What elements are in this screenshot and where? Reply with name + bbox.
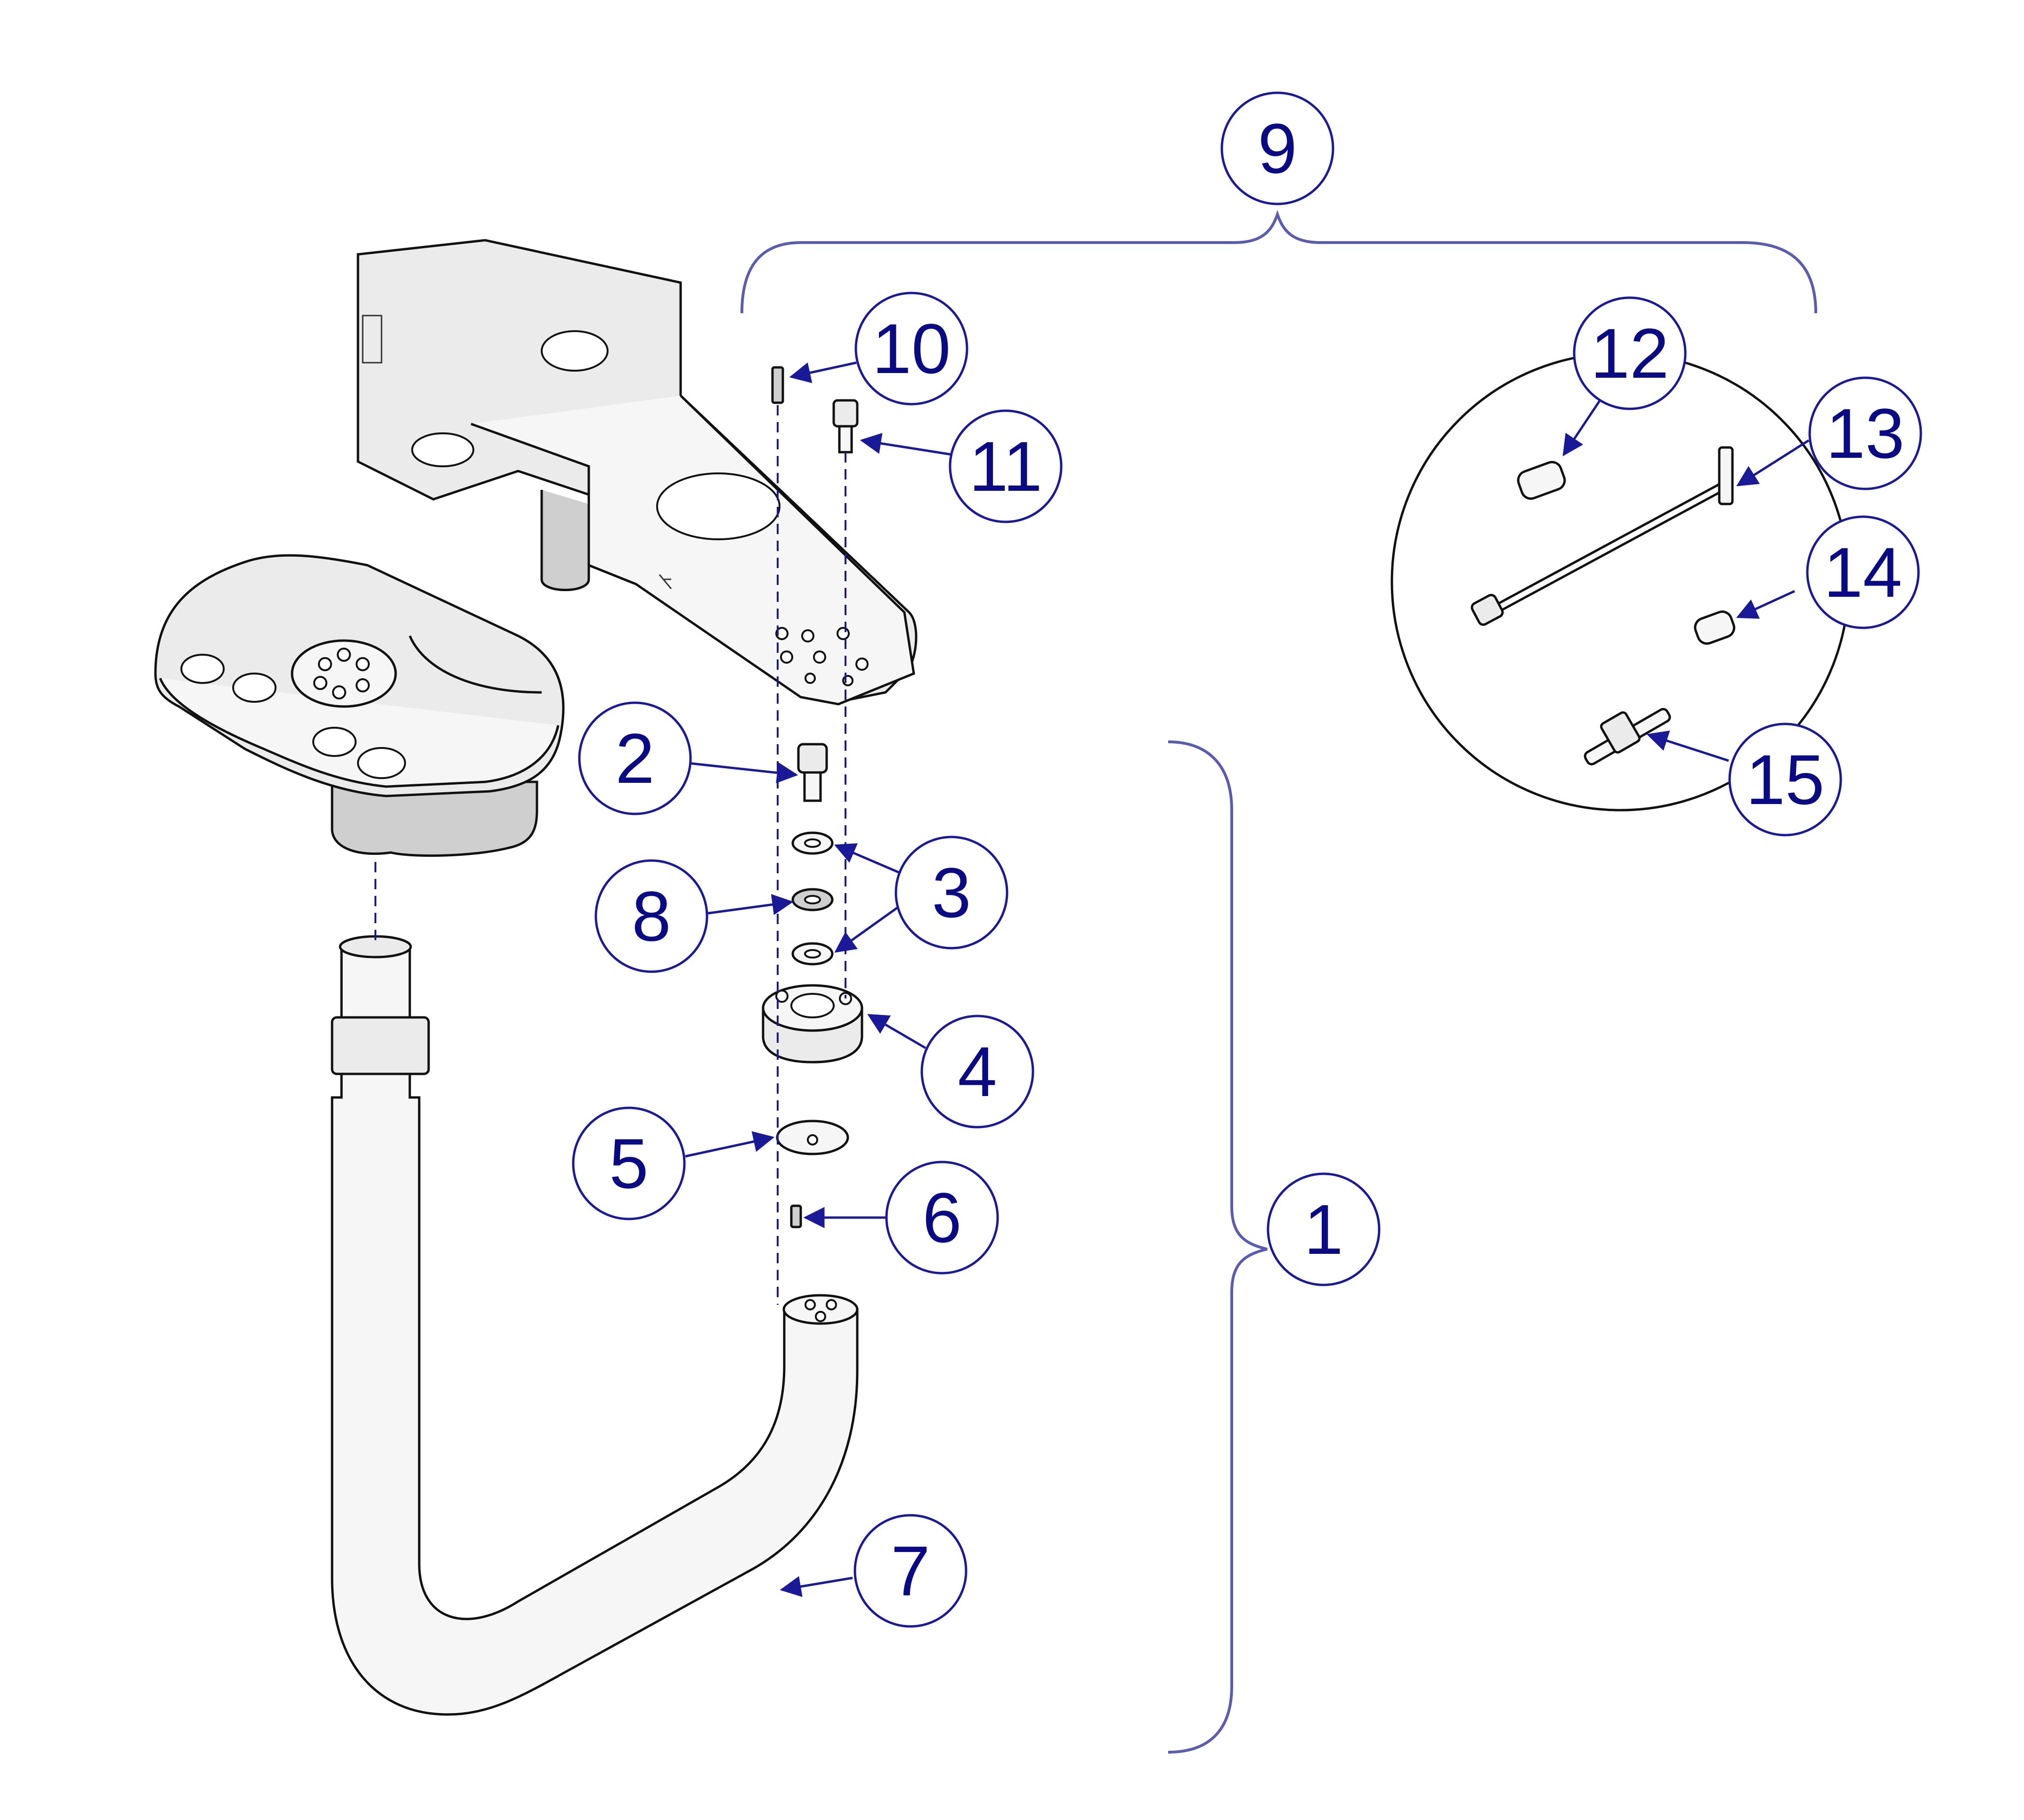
- part-10-set-screw: [771, 366, 784, 404]
- callout-15: 15: [1728, 723, 1842, 837]
- callout-4: 4: [920, 1015, 1034, 1129]
- callout-7: 7: [853, 1514, 967, 1628]
- callout-15-label: 15: [1746, 740, 1825, 819]
- part-6-pin: [790, 1204, 802, 1228]
- part-3-washer-lower: [791, 942, 834, 966]
- part-2-shoulder-bolt: [797, 743, 828, 802]
- callout-14: 14: [1806, 515, 1920, 629]
- callout-12: 12: [1573, 296, 1687, 410]
- callout-8-label: 8: [632, 877, 671, 956]
- mounting-bracket: [357, 239, 918, 706]
- callout-6: 6: [885, 1161, 999, 1275]
- callout-3-label: 3: [932, 853, 971, 932]
- assembly-1-brace: [1168, 740, 1268, 1754]
- callout-11: 11: [949, 409, 1063, 523]
- callout-12-label: 12: [1591, 314, 1669, 393]
- part-3-washer-upper: [791, 831, 834, 855]
- part-14-cap: [1694, 610, 1736, 645]
- callout-8: 8: [594, 859, 708, 973]
- part-5-plate: [776, 1120, 849, 1155]
- callout-5: 5: [572, 1106, 686, 1220]
- callout-11-label: 11: [969, 427, 1042, 506]
- callout-10-label: 10: [872, 309, 951, 388]
- callout-2: 2: [578, 701, 692, 815]
- callout-6-label: 6: [922, 1178, 961, 1257]
- callout-4-label: 4: [958, 1032, 997, 1111]
- foot-control: [154, 554, 565, 857]
- part-8-lock-washer: [791, 888, 834, 911]
- callout-2-label: 2: [615, 719, 654, 798]
- part-11-cap-screw: [832, 399, 859, 454]
- callout-5-label: 5: [609, 1124, 648, 1203]
- part-4-collar: [762, 984, 863, 1064]
- assembly-9-brace: [740, 210, 1817, 314]
- callout-9-label: 9: [1258, 109, 1297, 188]
- callout-9: 9: [1220, 91, 1334, 205]
- callout-14-label: 14: [1824, 533, 1902, 612]
- callout-1-label: 1: [1304, 1190, 1343, 1269]
- callout-13-label: 13: [1826, 394, 1905, 473]
- callout-13: 13: [1808, 376, 1922, 490]
- callout-1: 1: [1267, 1172, 1381, 1286]
- detail-view: [1390, 352, 1850, 812]
- callout-10: 10: [854, 292, 968, 406]
- callout-7-label: 7: [891, 1531, 930, 1610]
- part-13-tube-assembly: [1471, 446, 1734, 626]
- leader-lines: [685, 361, 1810, 1597]
- part-12-cap: [1517, 461, 1566, 500]
- part-15-fitting: [1584, 708, 1671, 765]
- callout-3: 3: [894, 836, 1008, 950]
